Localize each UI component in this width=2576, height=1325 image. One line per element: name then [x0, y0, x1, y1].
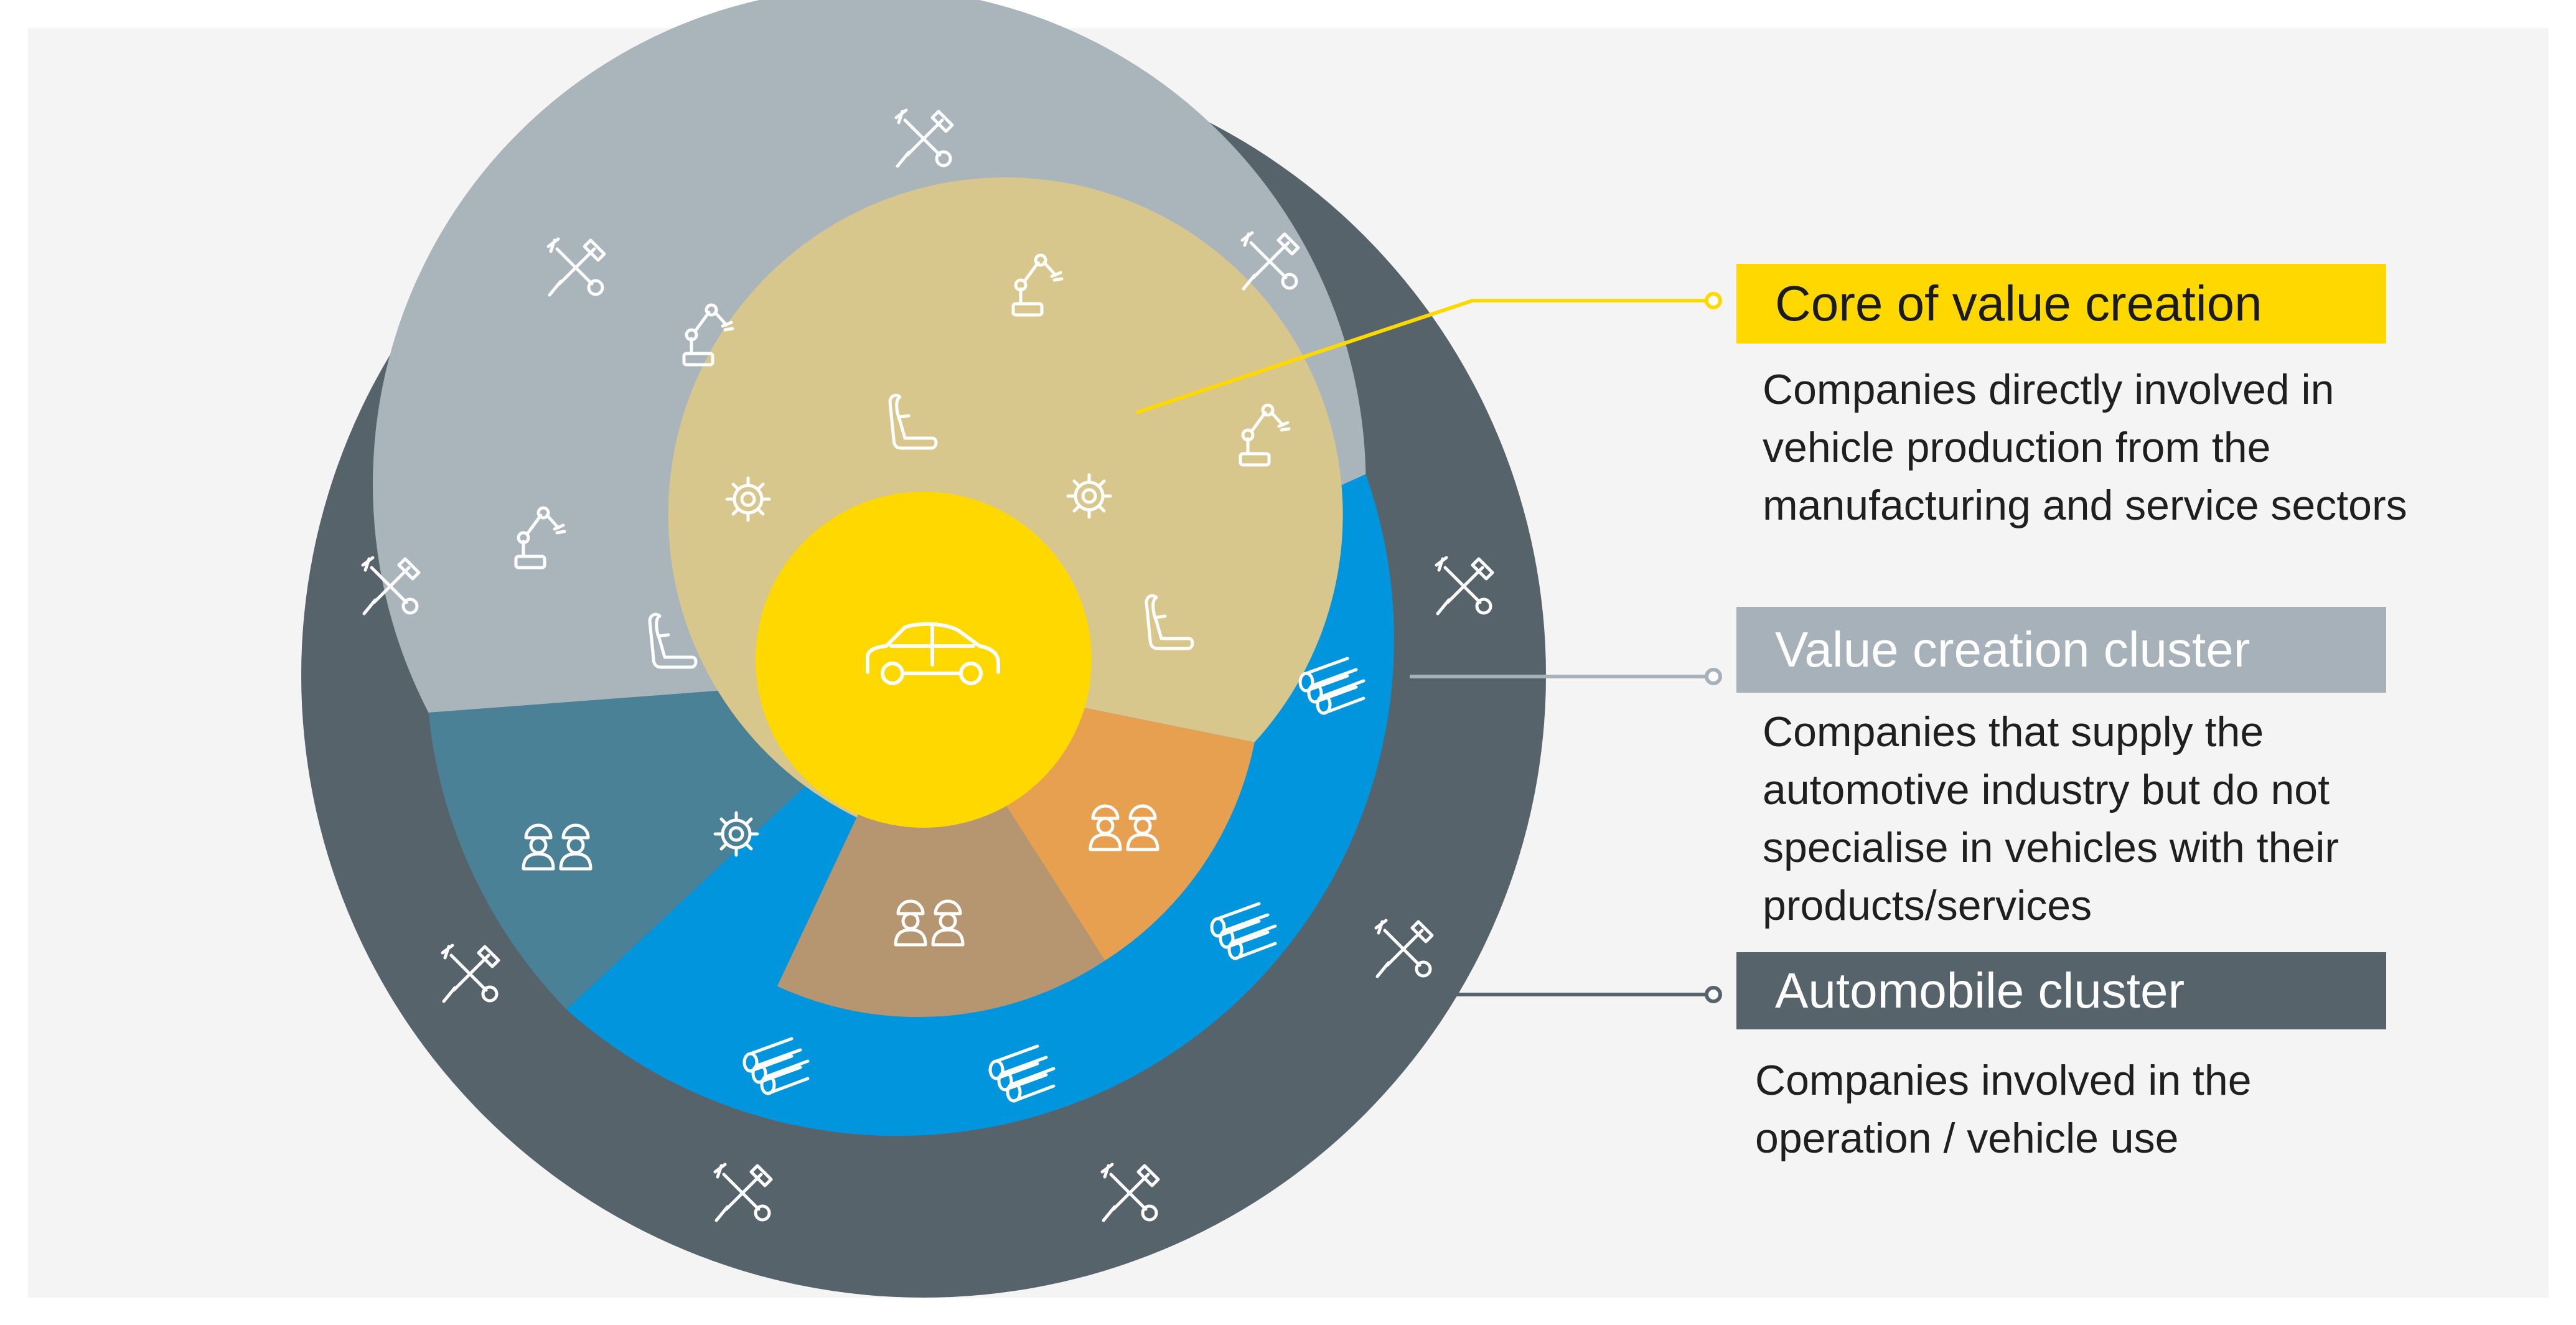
automobile-cluster-description-line: operation / vehicle use — [1755, 1115, 2179, 1162]
value-cluster-description: Companies that supply the automotive ind… — [1763, 703, 2339, 935]
core-connector-dot — [1705, 292, 1722, 309]
automobile-cluster-label-box: Automobile cluster — [1736, 952, 2386, 1029]
core-brown-sector — [777, 675, 1105, 1018]
automobile-cluster-description: Companies involved in the operation / ve… — [1755, 1052, 2252, 1168]
value-cluster-connector-dot — [1705, 668, 1722, 685]
core-description-line: vehicle production from the — [1763, 424, 2271, 471]
core-center-circle — [756, 492, 1092, 828]
value-cluster-description-line: specialise in vehicles with their — [1763, 824, 2339, 871]
core-label-box: Core of value creation — [1736, 264, 2386, 344]
core-description-line: Companies directly involved in — [1763, 366, 2335, 413]
value-cluster-label-box: Value creation cluster — [1736, 607, 2386, 693]
value-cluster-description-line: automotive industry but do not — [1763, 766, 2330, 813]
core-title: Core of value creation — [1775, 276, 2262, 331]
value-cluster-description-line: products/services — [1763, 882, 2092, 929]
core-connector-line — [1136, 299, 1713, 414]
value-cluster-title: Value creation cluster — [1775, 622, 2250, 677]
auto-cluster-connector-dot — [1705, 986, 1722, 1003]
value-cluster-description-line: Companies that supply the — [1763, 708, 2264, 756]
automobile-cluster-title: Automobile cluster — [1775, 963, 2185, 1018]
automobile-cluster-description-line: Companies involved in the — [1755, 1057, 2252, 1104]
core-description-line: manufacturing and service sectors — [1763, 482, 2407, 529]
core-description: Companies directly involved in vehicle p… — [1763, 361, 2407, 535]
